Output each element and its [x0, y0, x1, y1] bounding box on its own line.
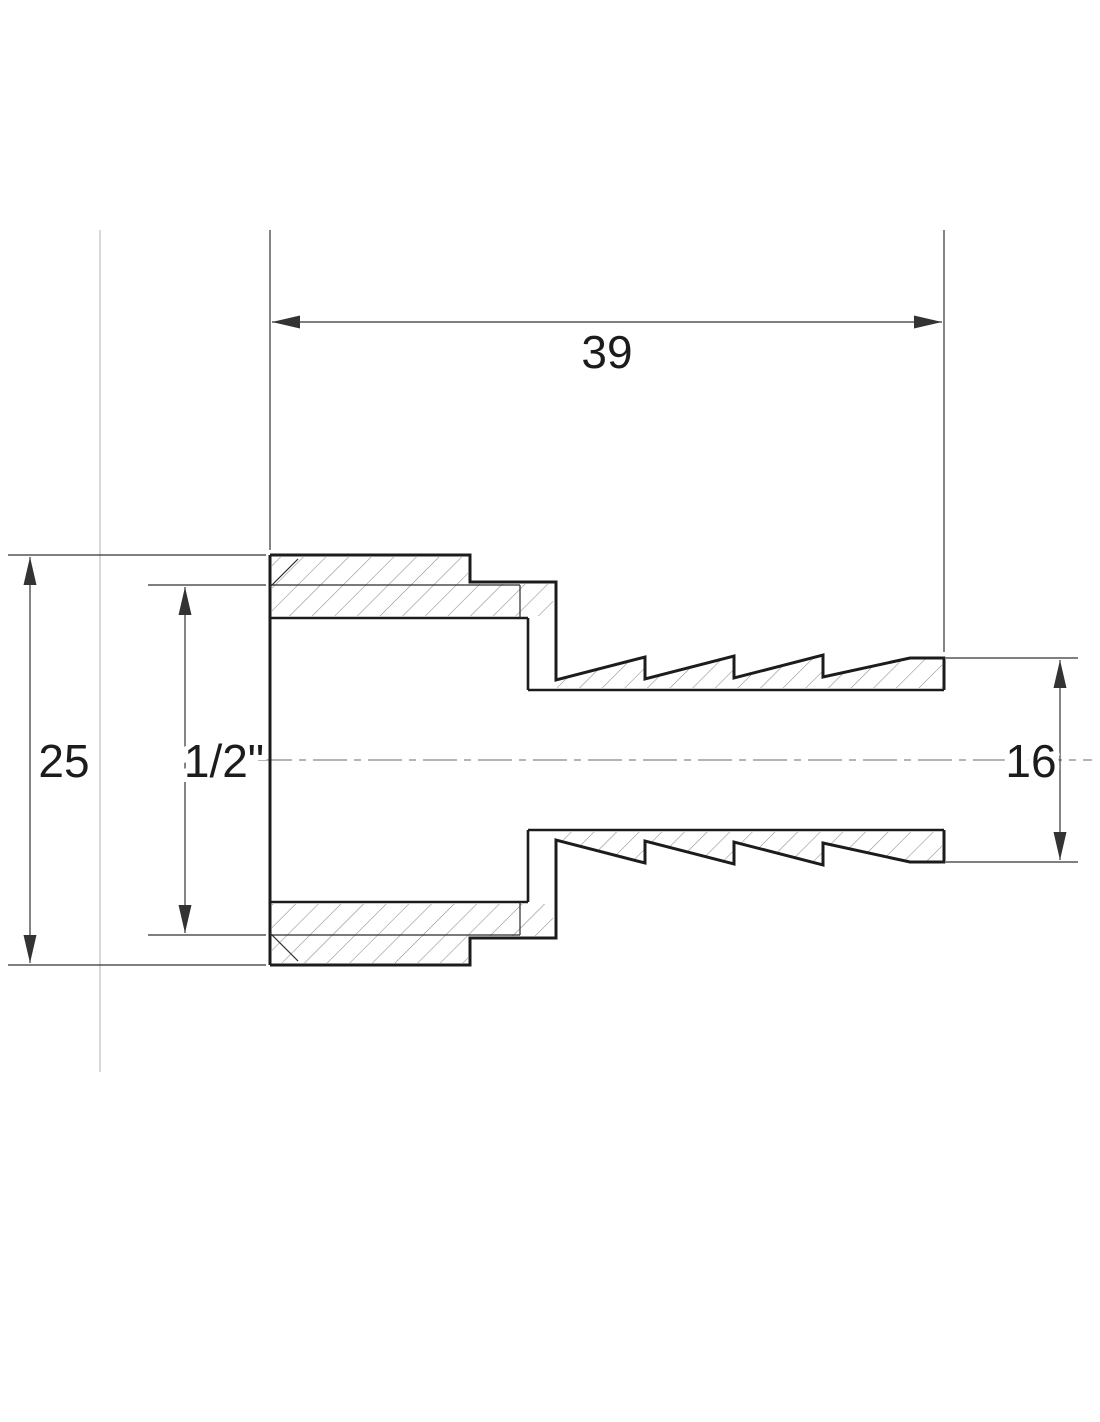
arrowhead-top — [23, 557, 37, 585]
dimension-label-body-height: 25 — [38, 735, 89, 787]
thread-lines — [269, 558, 521, 962]
socket-bore — [270, 616, 530, 904]
hatch-socket-top-wall — [272, 557, 553, 616]
dimension-label-barb-diameter: 16 — [1005, 735, 1056, 787]
dimension-barb-diameter — [946, 657, 1078, 863]
chamfer-top-left — [269, 558, 299, 588]
outer-profile-top — [270, 553, 946, 690]
part-outline — [268, 553, 946, 967]
arrowhead-top — [1053, 660, 1067, 688]
dimension-body-height — [8, 554, 266, 966]
arrowhead-top — [178, 587, 192, 615]
dimension-label-thread-size: 1/2" — [184, 735, 264, 787]
dimension-label-overall-length: 39 — [581, 326, 632, 378]
hatch-barb-top-wall — [557, 656, 942, 688]
arrowhead-bottom — [1053, 832, 1067, 860]
hatch-barb-bottom-wall — [557, 832, 942, 864]
section-hatching — [272, 557, 942, 963]
arrowhead-right — [914, 315, 942, 329]
arrowhead-bottom — [23, 935, 37, 963]
barb-bore — [528, 688, 944, 832]
dimension-labels: 39 25 1/2" 16 — [38, 326, 1061, 792]
dimension-overall-length — [269, 230, 945, 652]
chamfer-bottom-left — [269, 932, 299, 962]
outer-profile-bottom — [270, 830, 946, 967]
arrowhead-bottom — [178, 905, 192, 933]
arrowhead-left — [272, 315, 300, 329]
hatch-socket-bottom-wall — [272, 904, 553, 963]
dimension-thread-size — [148, 584, 266, 936]
